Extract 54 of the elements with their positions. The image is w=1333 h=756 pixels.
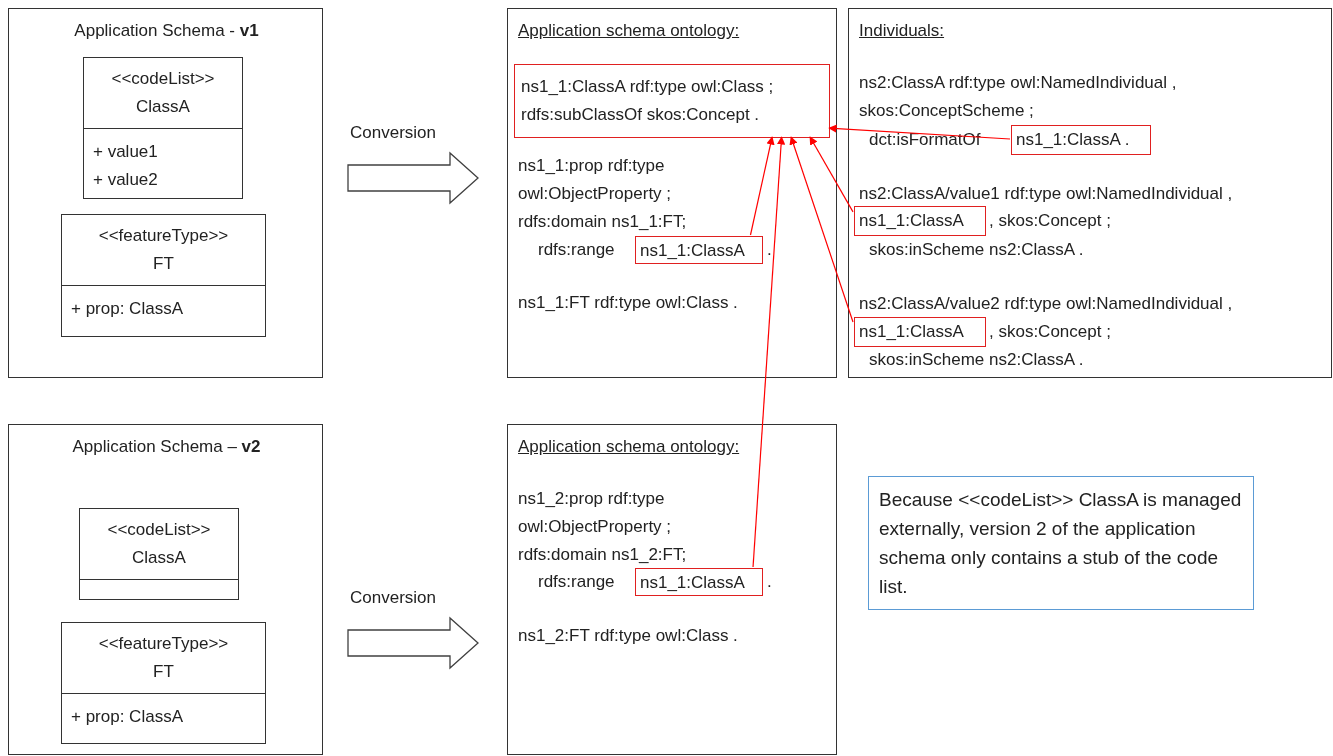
- rdf-statement: ns2:ClassA/value2 rdf:type owl:NamedIndividual ,: [859, 293, 1234, 315]
- ontology-panel: [507, 424, 837, 755]
- rdf-text: rdfs:range: [538, 239, 615, 261]
- highlight-box: ns1_1:ClassA: [635, 236, 763, 264]
- highlight-box: ns1_1:ClassA: [635, 568, 763, 596]
- attribute-text: + prop: ClassA: [71, 706, 183, 728]
- arrow: [809, 136, 854, 213]
- schema-panel: [8, 424, 323, 755]
- arrow: [789, 136, 854, 323]
- rdf-statement: ns1_2:FT rdf:type owl:Class .: [518, 625, 739, 647]
- block-arrow: [347, 616, 479, 670]
- panel-title: Application schema ontology:: [518, 436, 740, 458]
- uml-class-box: [79, 508, 239, 600]
- arrow: [749, 136, 775, 236]
- arrow: [828, 124, 1011, 140]
- rdf-statement: skos:inScheme ns2:ClassA .: [869, 349, 1085, 371]
- rdf-text: rdfs:range: [538, 571, 615, 593]
- highlight-box: ns1_1:ClassA: [854, 317, 986, 347]
- rdf-text: , skos:Concept ;: [989, 210, 1111, 232]
- class-name: <<codeList>> ClassA: [106, 519, 212, 569]
- individuals-panel: [848, 8, 1332, 378]
- panel-title: Application Schema – v2: [71, 436, 262, 458]
- schema-panel: [8, 8, 323, 378]
- block-arrow: [347, 151, 479, 205]
- rdf-text: .: [767, 571, 772, 593]
- highlight-box: ns1_1:ClassA: [854, 206, 986, 236]
- rdf-text: dct:isFormatOf: [869, 129, 981, 151]
- rdf-statement: ns1_2:prop rdf:type owl:ObjectProperty ; rdfs:domain ns1_2:FT;: [518, 488, 688, 566]
- ontology-panel: [507, 8, 837, 378]
- uml-class-box: [61, 214, 266, 337]
- panel-title: Application schema ontology:: [518, 20, 740, 42]
- class-name: <<featureType>> FT: [98, 225, 229, 275]
- rdf-statement: ns2:ClassA rdf:type owl:NamedIndividual , skos:ConceptScheme ;: [859, 72, 1178, 122]
- uml-class-box: [61, 622, 266, 744]
- rdf-statement: ns1_1:FT rdf:type owl:Class .: [518, 292, 739, 314]
- class-name: <<codeList>> ClassA: [110, 68, 216, 118]
- note-box: Because <<codeList>> ClassA is managed externally, version 2 of the application schema only contains a stub of the code list.: [868, 476, 1254, 610]
- rdf-text: , skos:Concept ;: [989, 321, 1111, 343]
- rdf-statement: skos:inScheme ns2:ClassA .: [869, 239, 1085, 261]
- attribute-text: + value2: [93, 169, 158, 191]
- rdf-text: .: [767, 239, 772, 261]
- rdf-statement: ns1_1:prop rdf:type owl:ObjectProperty ; rdfs:domain ns1_1:FT;: [518, 155, 688, 233]
- highlight-box: ns1_1:ClassA rdf:type owl:Class ; rdfs:subClassOf skos:Concept .: [514, 64, 830, 138]
- rdf-statement: ns2:ClassA/value1 rdf:type owl:NamedIndividual ,: [859, 183, 1234, 205]
- attribute-text: + value1: [93, 141, 158, 163]
- edge-label: Conversion: [350, 587, 436, 609]
- panel-title: Individuals:: [859, 20, 945, 42]
- highlight-box: ns1_1:ClassA .: [1011, 125, 1151, 155]
- panel-title: Application Schema - v1: [73, 20, 260, 42]
- attribute-text: + prop: ClassA: [71, 298, 183, 320]
- class-name: <<featureType>> FT: [98, 633, 229, 683]
- arrow: [752, 136, 786, 568]
- edge-label: Conversion: [350, 122, 436, 144]
- uml-class-box: [83, 57, 243, 199]
